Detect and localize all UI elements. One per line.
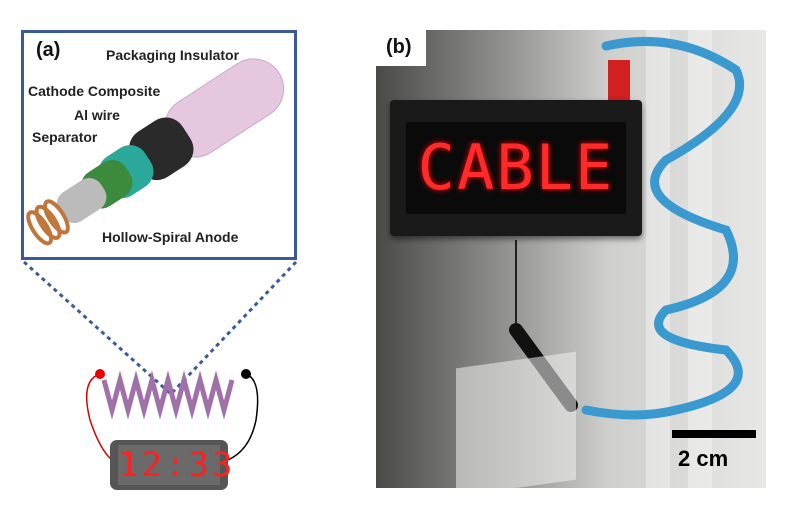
zoom-lines-and-circuit — [22, 260, 298, 461]
packaging-insulator-label: Packaging Insulator — [106, 47, 240, 63]
panel-a-label: (a) — [36, 39, 61, 61]
led-sign-text: CABLE — [406, 122, 626, 214]
separator-label: Separator — [32, 129, 98, 145]
glass-container — [456, 351, 576, 488]
digital-clock: 12:33 — [110, 440, 236, 490]
al-wire-label: Al wire — [74, 107, 120, 123]
cathode-composite-label: Cathode Composite — [28, 83, 161, 99]
hollow-spiral-anode-label: Hollow-Spiral Anode — [102, 229, 239, 245]
scale-bar — [672, 430, 756, 438]
panel-b-label: (b) — [386, 36, 412, 58]
cable-layers-illustration — [26, 58, 285, 246]
scale-label: 2 cm — [678, 446, 729, 471]
panel-a-cable-schematic: (a) Packaging Insulator Cathode Composit… — [21, 30, 297, 260]
panel-b-label-bg — [376, 30, 426, 66]
clock-display: 12:33 — [118, 445, 236, 485]
panel-b-photo: (b) CABLE 2 cm — [376, 30, 766, 488]
led-sign: CABLE — [390, 100, 642, 236]
glass-rod — [688, 30, 712, 488]
